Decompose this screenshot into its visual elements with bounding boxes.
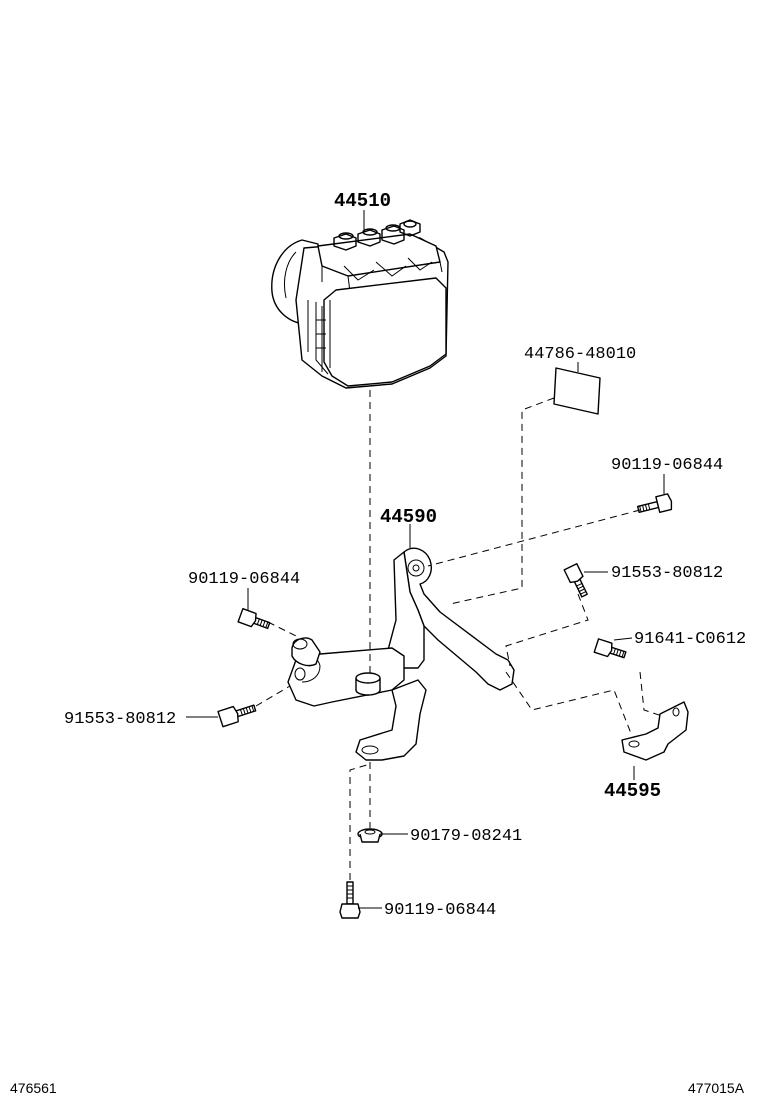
label-bolt-far-right: 91641-C0612 [634,630,746,649]
label-bolt-top-right: 90119-06844 [611,456,723,475]
footer-right-code: 477015A [688,1080,745,1096]
main-bracket[interactable] [287,547,515,761]
bolt-left-lower[interactable] [217,700,257,728]
assembly-lines [255,390,663,880]
bolt-right[interactable] [563,563,591,599]
label-plate[interactable] [553,367,601,415]
label-bolt-right: 91553-80812 [611,564,723,583]
label-actuator: 44510 [334,190,391,212]
bolt-left-upper[interactable] [237,607,271,632]
label-bracket: 44590 [380,506,437,528]
leader-lines [186,210,665,909]
label-label-plate: 44786-48010 [524,345,636,364]
bolt-far-right[interactable] [593,638,627,662]
label-grommet: 90179-08241 [410,827,522,846]
label-sub-bracket: 44595 [604,780,661,802]
grommet[interactable] [357,828,383,843]
sub-bracket[interactable] [621,701,689,761]
bolt-top-right[interactable] [636,493,673,517]
label-bolt-left-lower: 91553-80812 [64,710,176,729]
label-bolt-bottom: 90119-06844 [384,901,496,920]
bolt-bottom[interactable] [339,881,361,919]
label-bolt-left-upper: 90119-06844 [188,570,300,589]
abs-actuator[interactable] [271,219,449,389]
footer-left-code: 476561 [10,1080,57,1096]
